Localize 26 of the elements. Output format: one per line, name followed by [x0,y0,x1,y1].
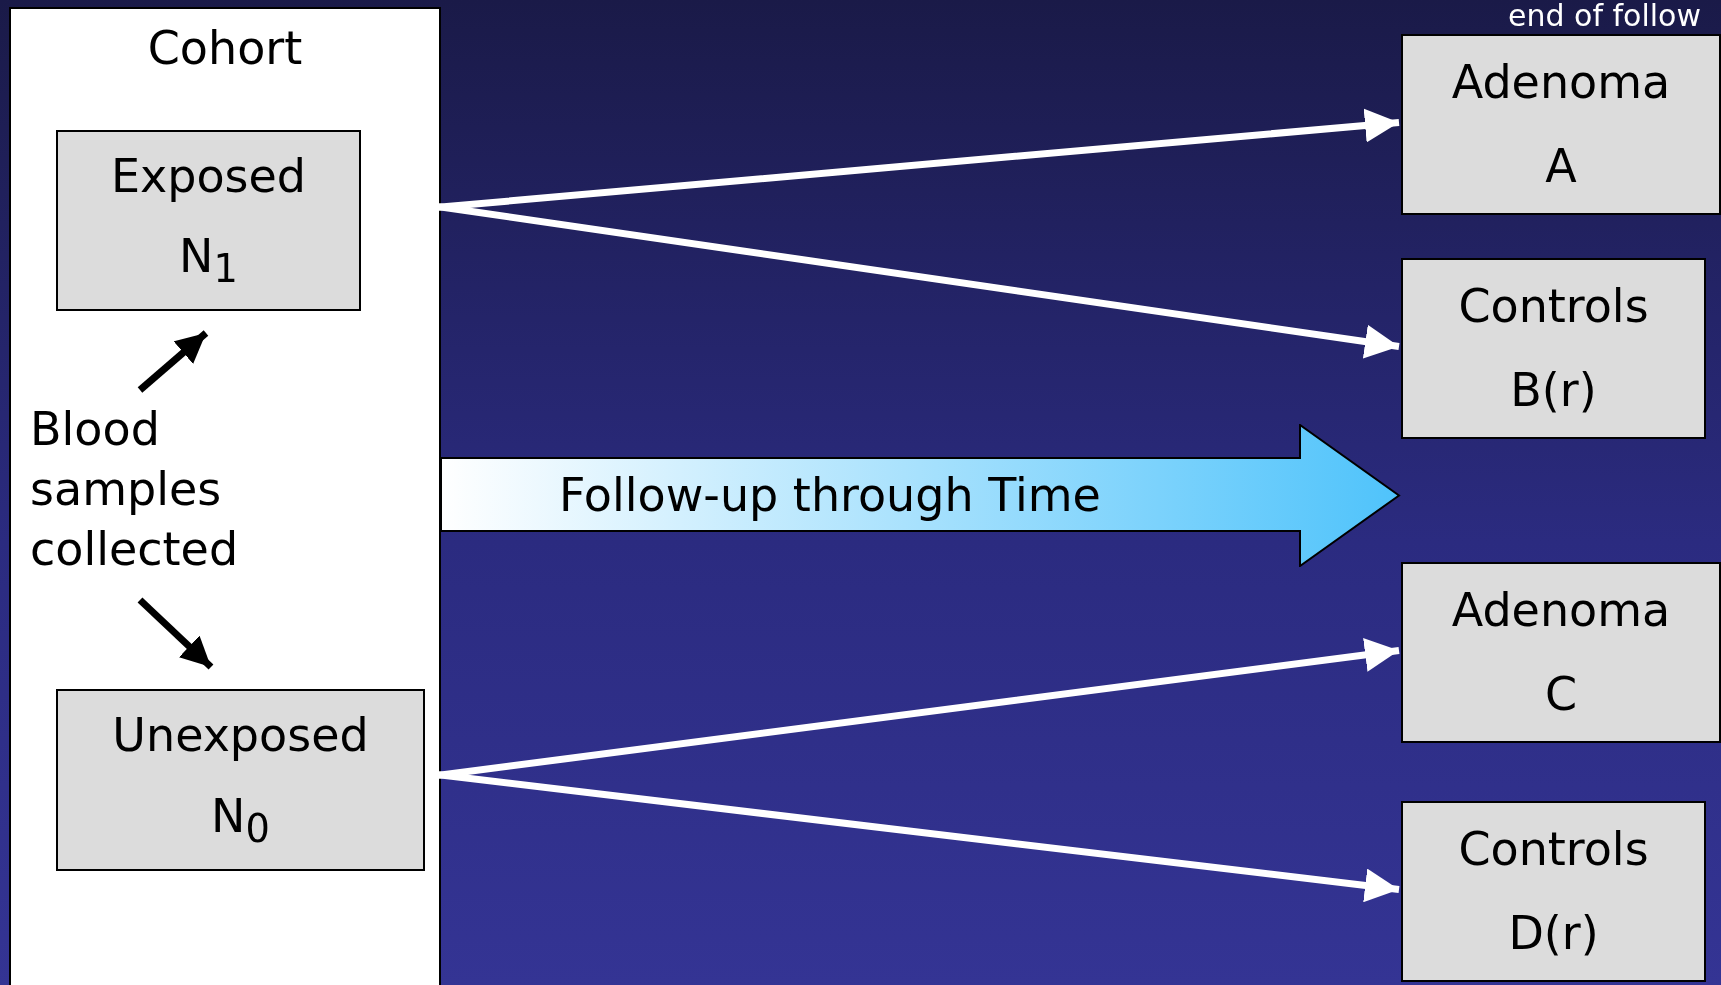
outcome-box [1401,258,1706,439]
outcome-box [1401,34,1721,215]
arrow [137,330,209,393]
box-label: Unexposed [112,710,369,761]
box-label: Controls [1458,280,1649,332]
box-label: Exposed [110,150,307,202]
timeline-arrow [441,424,1401,567]
outcome-box [1401,562,1721,743]
box-value: C [1544,669,1578,721]
process-box [56,689,425,871]
outcome-box [1401,801,1706,982]
cohort-panel [9,7,441,985]
box-label: Adenoma [1451,56,1671,108]
box-label: Follow-up through Time [559,470,1101,521]
header-text: end of follow [1508,0,1701,33]
box-label: Adenoma [1451,584,1671,636]
box-value: N$_{0}$ [211,790,270,850]
box-value: A [1545,141,1577,193]
box-value: N$_{1}$ [179,230,238,291]
box-label: Controls [1458,823,1649,875]
box-value: D(r) [1508,908,1599,960]
annotation-text: Blood samples collected [30,401,240,578]
arrow [137,597,214,670]
box-value: B(r) [1510,365,1597,417]
process-box [56,130,361,311]
panel-title: Cohort [146,23,304,74]
